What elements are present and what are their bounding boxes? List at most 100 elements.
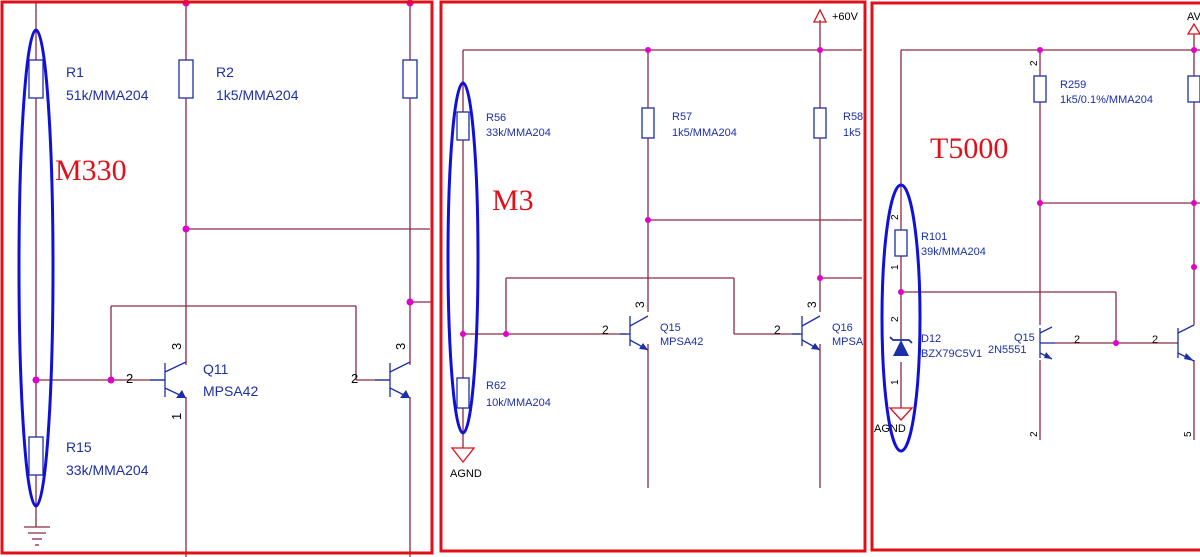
supply-label-av: AV (1187, 11, 1200, 23)
wires-middle (462, 20, 862, 488)
junction-dot (817, 275, 823, 281)
junction-dot (1037, 47, 1043, 53)
r259-value-label: 1k5/0.1%/MMA204 (1060, 94, 1153, 106)
pin-number: 2 (351, 371, 358, 386)
transistor-q16 (792, 315, 821, 351)
panel-m3: +60V AGND (439, 0, 867, 553)
r56-value-label: 33k/MMA204 (486, 127, 551, 139)
junction-dot (460, 331, 466, 337)
r58-value-label: 1k5 (843, 127, 861, 139)
pin-number: 3 (805, 301, 819, 308)
r1-value-label: 51k/MMA204 (66, 87, 149, 103)
resistor-r62 (456, 377, 470, 409)
supply-arrow-av (1186, 22, 1200, 35)
pin-number: 1 (890, 264, 901, 270)
junction-dot (1113, 340, 1119, 346)
junction-dot (817, 47, 823, 53)
junction-dot (1191, 264, 1197, 270)
resistor-r2 (178, 59, 194, 99)
panel-label-m3: M3 (492, 184, 534, 217)
panel-label-t5000: T5000 (930, 132, 1008, 165)
junction-dot (1191, 200, 1197, 206)
wires-right (900, 34, 1200, 440)
resistor-r3 (402, 59, 418, 99)
resistor-r259-partial (1187, 75, 1200, 103)
supply-arrow-60v (812, 8, 828, 23)
panel-m330: R1 51k/MMA204 R2 1k5/MMA204 R15 33k/MMA2… (0, 0, 434, 557)
d12-ref-label: D12 (921, 333, 941, 345)
r259-ref-label: R259 (1060, 79, 1086, 91)
r2-value-label: 1k5/MMA204 (216, 87, 299, 103)
r101-value-label: 39k/MMA204 (921, 246, 986, 258)
panel-frame-m3 (439, 0, 867, 553)
resistor-r101 (894, 229, 908, 257)
junction-dot (406, 298, 414, 306)
q15-right-value-label: 2N5551 (988, 344, 1027, 356)
resistor-r56 (456, 111, 470, 141)
junction-dot (1037, 200, 1043, 206)
agnd-symbol-right (888, 407, 914, 421)
pin-number: 1 (890, 379, 901, 385)
agnd-symbol-middle (450, 447, 476, 464)
panel-frame-t5000 (870, 1, 1200, 552)
q15-ref-label: Q15 (660, 322, 681, 334)
r58-ref-label: R58 (843, 111, 863, 123)
q15-right-ref-label: Q15 (1014, 332, 1035, 344)
r2-ref-label: R2 (216, 64, 234, 80)
resistor-r1 (28, 59, 44, 99)
pin-number: 2 (1029, 431, 1040, 437)
r62-value-label: 10k/MMA204 (486, 397, 551, 409)
q11-ref-label: Q11 (203, 361, 229, 377)
panel-frame-m330 (0, 0, 434, 555)
d12-value-label: BZX79C5V1 (921, 348, 982, 360)
pin-number: 2 (126, 371, 133, 386)
agnd-label-middle: AGND (450, 468, 482, 480)
resistor-r57 (641, 107, 655, 139)
q16-ref-label: Q16 (832, 322, 853, 334)
junction-dot (645, 217, 651, 223)
junction-dot (1191, 47, 1197, 53)
transistor-partial-left-panel (375, 361, 411, 399)
pin-number: 2 (1029, 60, 1040, 66)
r1-ref-label: R1 (66, 64, 84, 80)
pin-number: 3 (169, 343, 184, 350)
pin-number: 3 (633, 301, 647, 308)
r57-value-label: 1k5/MMA204 (672, 127, 737, 139)
pin-number: 2 (890, 214, 901, 220)
junction-dot (182, 225, 190, 233)
resistor-r259 (1033, 75, 1047, 103)
junction-dot (107, 376, 115, 384)
pin-number: 5 (1183, 431, 1194, 437)
pin-number: 2 (602, 323, 609, 337)
r101-ref-label: R101 (921, 231, 947, 243)
pin-number: 2 (890, 316, 901, 322)
transistor-q15-right (1039, 326, 1055, 360)
junction-dot (645, 47, 651, 53)
junction-dot (503, 331, 509, 337)
transistor-partial-right-panel (1177, 324, 1195, 362)
q16-value-label: MPSA (832, 336, 864, 348)
pin-number: 3 (393, 343, 408, 350)
r56-ref-label: R56 (486, 112, 506, 124)
pin-number: 2 (1074, 334, 1080, 346)
pin-number: 1 (169, 413, 184, 420)
zener-diode-d12 (889, 336, 913, 356)
resistor-r15 (28, 436, 44, 476)
highlight-ellipse-m3 (446, 81, 480, 435)
r57-ref-label: R57 (672, 111, 692, 123)
panel-label-m330: M330 (55, 154, 127, 187)
junction-dot (898, 289, 904, 295)
q15-value-label: MPSA42 (660, 336, 703, 348)
highlight-ellipse-m330 (17, 28, 55, 508)
junction-dot (32, 376, 40, 384)
supply-label-60v: +60V (832, 11, 859, 23)
pin-number: 2 (774, 323, 781, 337)
panel-t5000: AV AGND (870, 1, 1200, 552)
transistor-q15-middle (620, 315, 649, 351)
r62-ref-label: R62 (486, 380, 506, 392)
chassis-ground-symbol (24, 526, 50, 546)
pin-number: 2 (1152, 334, 1158, 346)
transistor-q11 (150, 361, 187, 399)
r15-value-label: 33k/MMA204 (66, 462, 149, 478)
